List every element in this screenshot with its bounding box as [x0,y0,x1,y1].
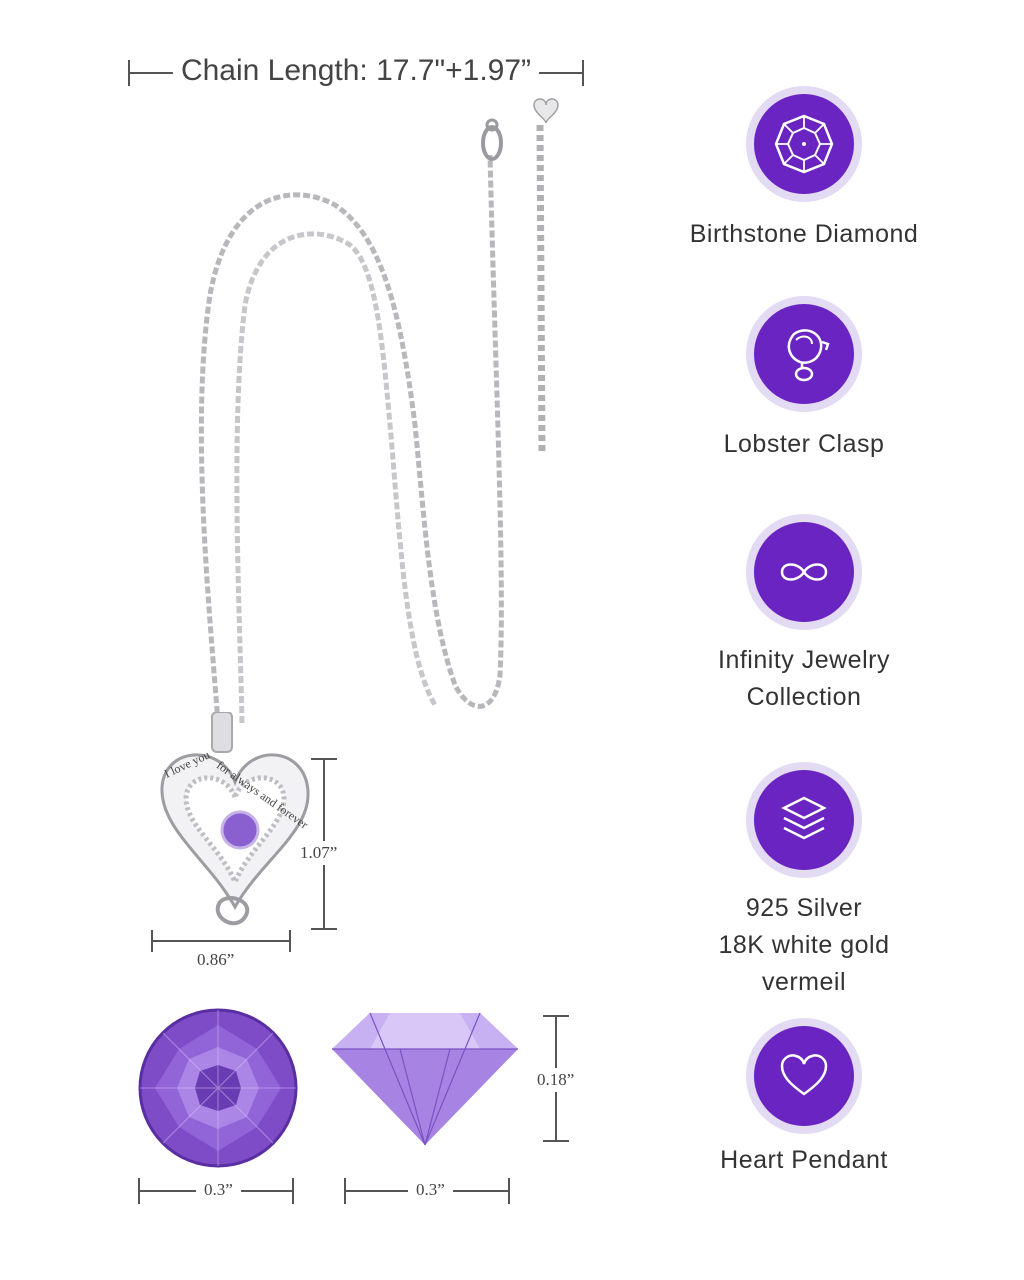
layers-icon [781,796,827,840]
round-gem-width-cap-right [292,1178,294,1204]
heart-icon [780,1054,828,1096]
feature-label: Heart Pendant [720,1146,888,1174]
feature-infinity-collection: Infinity Jewelry Collection [684,514,924,716]
feature-silver-material: 925 Silver 18K white gold vermeil [684,762,924,1001]
round-gem-top-view [138,1008,298,1168]
feature-badge [746,1018,862,1134]
chain-outer [198,154,504,724]
infinity-icon [780,563,828,581]
side-gem-height-label: 0.18” [537,1068,575,1092]
chain-length-cap-right [582,60,584,86]
side-gem-height-cap-top [543,1015,569,1017]
gem-side-view [332,1012,518,1146]
side-gem-width-label: 0.3” [408,1180,453,1200]
feature-badge [746,762,862,878]
feature-label: Infinity Jewelry Collection [718,646,890,711]
pendant-width-rule [151,940,291,942]
round-gem-width-label: 0.3” [196,1180,241,1200]
chain-length-dimension: Chain Length: 17.7"+1.97” [128,50,584,94]
chain-length-cap-left [128,60,130,86]
heart-tag [533,98,559,124]
necklace-chain-illustration [198,98,559,724]
side-gem-width-cap-left [344,1178,346,1204]
pendant-height-cap-bottom [311,928,337,930]
pendant-width-cap-right [289,930,291,952]
extension-chain [536,124,546,456]
feature-badge [746,296,862,412]
lobster-clasp-icon [787,329,830,382]
lobster-clasp-illustration [481,118,503,161]
side-gem-height-cap-bottom [543,1140,569,1142]
feature-label: Birthstone Diamond [689,220,919,248]
round-gem-width-cap-left [138,1178,140,1204]
pendant-height-cap-top [311,758,337,760]
feature-badge [746,514,862,630]
pendant-height-label: 1.07” [300,841,338,865]
feature-birthstone-diamond: Birthstone Diamond [684,86,924,253]
feature-lobster-clasp: Lobster Clasp [684,296,924,463]
gem-icon [774,114,834,174]
chain-inner [234,231,438,724]
side-gem-width-cap-right [508,1178,510,1204]
feature-label: 925 Silver 18K white gold vermeil [718,894,890,996]
feature-badge [746,86,862,202]
pendant-width-label: 0.86” [197,950,235,969]
pendant-width-cap-left [151,930,153,952]
heart-pendant-illustration [160,712,310,926]
chain-length-label: Chain Length: 17.7"+1.97” [172,54,540,88]
feature-label: Lobster Clasp [723,430,885,458]
feature-heart-pendant: Heart Pendant [684,1018,924,1179]
